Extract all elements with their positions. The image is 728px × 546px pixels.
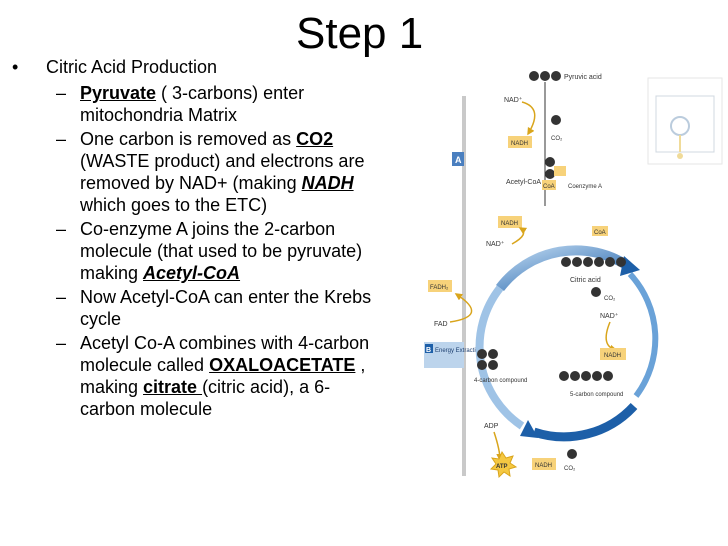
atp-starburst <box>489 450 518 479</box>
co2-label-2: CO₂ <box>604 296 616 302</box>
cycle-arrowhead-bottom <box>520 420 538 438</box>
coa-label-2: CoA <box>594 230 606 236</box>
nad-arrow-1 <box>521 101 536 136</box>
carbon-atom-co2-1 <box>551 115 561 125</box>
keyword-pyruvate: Pyruvate <box>80 83 157 103</box>
sub-bullet-text: , making <box>80 355 366 397</box>
keyword-oxaloacetate: OXALOACETATE <box>209 355 356 375</box>
nad-label-2: NAD⁺ <box>486 240 505 248</box>
pyruvic-acid-label: Pyruvic acid <box>564 74 602 81</box>
nad-arrow-3 <box>605 321 618 353</box>
keyword-nadh: NADH <box>301 173 354 193</box>
sub-bullet-text: (WASTE product) and electrons are remove… <box>80 151 365 193</box>
adp-label: ADP <box>484 423 499 430</box>
nad-label-3: NAD⁺ <box>600 312 619 320</box>
sub-bullet-text: which goes to the ETC) <box>80 195 268 215</box>
acetyl-carbon-2 <box>545 169 555 179</box>
coa-box-1 <box>542 180 556 190</box>
five-carbon-molecule <box>559 371 613 381</box>
citric-acid-label: Citric acid <box>570 277 601 284</box>
nadh-box-2 <box>498 216 522 228</box>
section-b-label: B <box>426 347 431 354</box>
bullet-main-text: Citric Acid Production <box>46 57 218 77</box>
sub-bullet-text: Now Acetyl-CoA can enter the Krebs cycle <box>80 287 372 329</box>
sub-bullet-text: Acetyl Co-A combines with 4-carbon molec… <box>80 333 370 375</box>
section-a-label: A <box>455 155 462 165</box>
fadh2-label: FADH₂ <box>430 285 449 291</box>
sub-bullet-coenzyme: – Co-enzyme A joins the 2-carbon molecul… <box>0 218 380 284</box>
dash-mark: – <box>56 83 67 103</box>
bullet-main: • Citric Acid Production <box>0 56 380 78</box>
cycle-arc-right <box>627 271 659 398</box>
atp-label: ATP <box>496 464 508 470</box>
nadh-box-3 <box>600 348 626 360</box>
acetyl-coa-label: Acetyl-CoA <box>506 179 541 186</box>
adp-arrow <box>493 431 504 462</box>
nadh-label-1: NADH <box>511 141 528 147</box>
sub-bullet-pyruvate: – Pyruvate ( 3-carbons) enter mitochondr… <box>0 82 380 126</box>
keyword-citrate: citrate <box>143 377 203 397</box>
cycle-arc-top <box>496 245 631 292</box>
carbon-atom-co2-3 <box>567 449 577 459</box>
sub-bullet-text: ( 3-carbons) enter mitochondria Matrix <box>80 83 305 125</box>
coa-box-3 <box>592 226 608 236</box>
sub-bullet-text: One carbon is removed as <box>80 129 297 149</box>
citric-acid-molecule <box>561 257 626 267</box>
section-b-badge <box>425 344 433 353</box>
four-carbon-label: 4-carbon compound <box>474 378 527 384</box>
bullet-list: • Citric Acid Production – Pyruvate ( 3-… <box>0 50 380 422</box>
nadh-label-3: NADH <box>604 353 621 359</box>
keyword-co2: CO2 <box>296 129 334 149</box>
nadh-box-1 <box>508 136 532 148</box>
dash-mark: – <box>56 333 67 353</box>
fadh2-box <box>428 280 452 292</box>
sub-bullet-krebs: – Now Acetyl-CoA can enter the Krebs cyc… <box>0 286 380 330</box>
section-a-box <box>452 152 464 166</box>
fad-label: FAD <box>434 321 448 328</box>
energy-extraction-label: Energy Extraction <box>435 348 482 354</box>
nadh-label-4: NADH <box>535 463 552 469</box>
fad-arrow <box>449 293 473 323</box>
dash-mark: – <box>56 287 67 307</box>
coa-box-2 <box>554 166 566 176</box>
inset-mitochondria-diagram <box>647 77 723 165</box>
nadh-label-2: NADH <box>501 221 518 227</box>
co2-label-1: CO₂ <box>551 136 563 142</box>
dash-mark: – <box>56 219 67 239</box>
co2-label-3: CO₂ <box>564 466 576 472</box>
sub-bullet-co2: – One carbon is removed as CO2 (WASTE pr… <box>0 128 380 216</box>
slide-title: Step 1 <box>296 9 424 58</box>
five-carbon-label: 5-carbon compound <box>570 392 623 398</box>
four-carbon-molecule <box>477 349 498 370</box>
keyword-acetyl-coa: Acetyl-CoA <box>143 263 241 283</box>
bullet-dot: • <box>12 57 19 77</box>
coa-label-1: CoA <box>543 184 555 190</box>
carbon-atom-co2-2 <box>591 287 601 297</box>
sub-bullet-oxaloacetate: – Acetyl Co-A combines with 4-carbon mol… <box>0 332 380 420</box>
acetyl-carbon-1 <box>545 157 555 167</box>
section-divider-bar <box>462 96 466 476</box>
krebs-cycle-diagram: A B Energy Extraction Pyruvic acid NAD⁺ … <box>424 71 723 479</box>
nadh-box-4 <box>532 458 556 470</box>
sub-bullet-text: (citric acid), a 6-carbon molecule <box>80 377 331 419</box>
cycle-arc-bottom <box>532 402 638 442</box>
nad-arrow-2 <box>511 227 528 245</box>
dash-mark: – <box>56 129 67 149</box>
nad-label-1: NAD⁺ <box>504 96 523 104</box>
sub-bullet-text: Co-enzyme A joins the 2-carbon molecule … <box>80 219 363 283</box>
pyruvic-acid-molecule <box>529 71 561 81</box>
coenzyme-a-label: Coenzyme A <box>568 184 602 190</box>
